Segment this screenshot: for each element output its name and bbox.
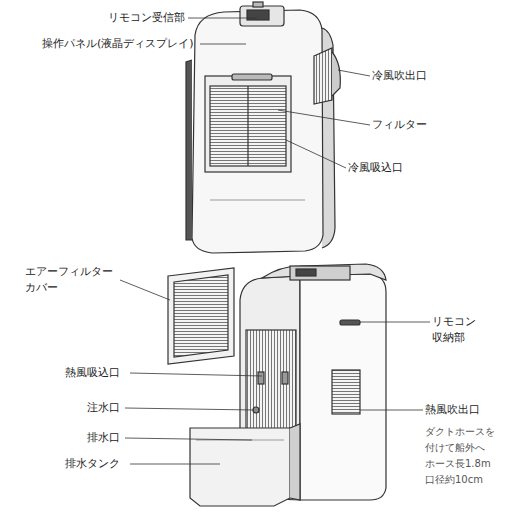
- part-label: リモコン受信部: [108, 10, 185, 26]
- part-label: 熱風吹出口: [425, 402, 480, 418]
- part-label: 排水口: [87, 430, 120, 446]
- part-label: リモコン 収納部: [432, 314, 492, 346]
- upper-unit: [186, 2, 340, 253]
- filter-cover: [168, 268, 234, 364]
- part-label: 排水タンク: [65, 456, 120, 472]
- part-label: 注水口: [87, 400, 120, 416]
- part-label: 操作パネル(液晶ディスプレイ): [42, 36, 194, 52]
- leader-lines: [120, 18, 430, 464]
- part-label: フィルター: [372, 117, 427, 133]
- part-label: ダクトホースを 付けて船外へ ホース長1.8m 口径約10cm: [425, 424, 509, 488]
- part-label: エアーフィルター カバー: [25, 264, 120, 296]
- part-label: 冷風吹出口: [372, 68, 427, 84]
- part-label: 熱風吸込口: [65, 365, 120, 381]
- part-label: 冷風吸込口: [348, 160, 403, 176]
